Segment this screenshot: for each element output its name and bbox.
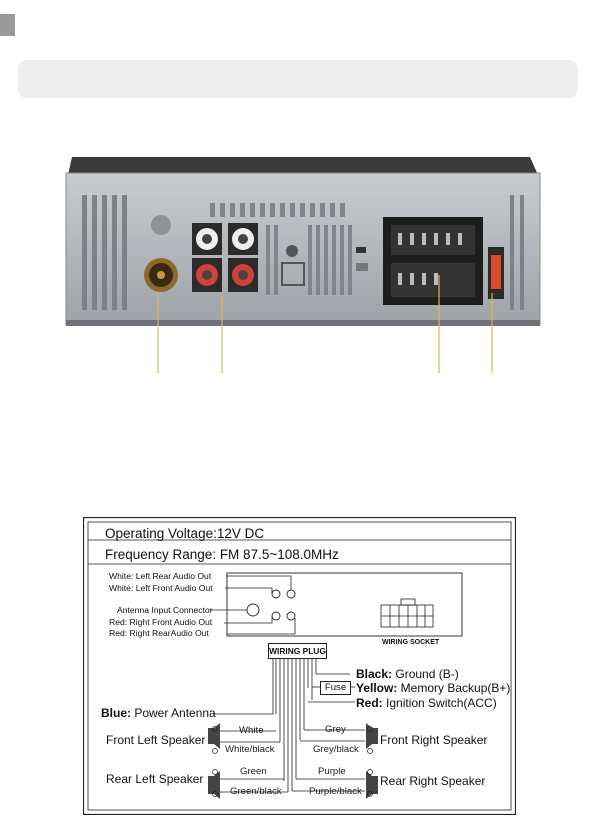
diagram-outer-border: [83, 517, 516, 815]
red-right-front-label: Red: Right Front Audio Out: [109, 617, 213, 627]
wire-grey-black-label: Grey/black: [313, 744, 359, 755]
operating-voltage-label: Operating Voltage:12V DC: [105, 526, 265, 541]
radio-rear-panel-illustration: [65, 157, 541, 373]
chassis-top-lip: [68, 157, 538, 175]
wiring-socket-symbol: [380, 598, 434, 628]
rca-jack-symbols: [246, 589, 296, 621]
antenna-input-label: Antenna Input Connector: [117, 605, 213, 615]
white-left-front-label: White: Left Front Audio Out: [109, 583, 213, 593]
iso-wiring-socket: [383, 217, 483, 305]
front-right-speaker-label: Front Right Speaker: [380, 733, 488, 747]
speaker-symbols: [208, 723, 378, 799]
wire-white-label: White: [239, 725, 264, 736]
ground-screw: [286, 245, 298, 257]
fuse-holder: [488, 247, 504, 299]
page-corner-tab: [0, 14, 15, 36]
head-unit-rear-outline: [226, 572, 463, 637]
wire-purple-black-label: Purple/black: [309, 786, 362, 797]
red-right-rear-label: Red: Right RearAudio Out: [109, 628, 209, 638]
callout-lines: [157, 275, 493, 373]
rear-right-speaker-label: Rear Right Speaker: [380, 774, 486, 788]
wire-green-black-label: Green/black: [230, 786, 282, 797]
blue-antenna-label: Blue: Power Antenna: [101, 706, 216, 720]
left-vents: [82, 195, 127, 310]
front-left-speaker-label: Front Left Speaker: [106, 733, 206, 747]
black-ground-label: Black: Ground (B-): [356, 667, 459, 681]
wire-bundle: [213, 658, 365, 793]
rca-jacks-red: [192, 258, 258, 292]
rca-jacks-white: [192, 223, 258, 255]
fuse-box: Fuse: [320, 681, 351, 695]
wiring-plug-box: WIRING PLUG: [268, 643, 327, 659]
red-ignition-label: Red: Ignition Switch(ACC): [356, 696, 497, 710]
wire-grey-label: Grey: [325, 724, 346, 735]
antenna-socket: [144, 258, 178, 292]
diagram-inner-border: [87, 521, 512, 811]
logo-mark: [151, 215, 171, 235]
wire-purple-label: Purple: [318, 766, 346, 777]
wire-green-label: Green: [240, 766, 267, 777]
white-left-rear-label: White: Left Rear Audio Out: [109, 571, 212, 581]
frequency-range-label: Frequency Range: FM 87.5~108.0MHz: [105, 547, 339, 562]
wiring-diagram: [83, 517, 516, 815]
yellow-memory-label: Yellow: Memory Backup(B+): [356, 681, 511, 695]
section-title-bar: [18, 60, 578, 98]
wire-white-black-label: White/black: [225, 744, 275, 755]
wiring-socket-label: WIRING SOCKET: [382, 639, 440, 646]
rear-left-speaker-label: Rear Left Speaker: [106, 772, 204, 786]
